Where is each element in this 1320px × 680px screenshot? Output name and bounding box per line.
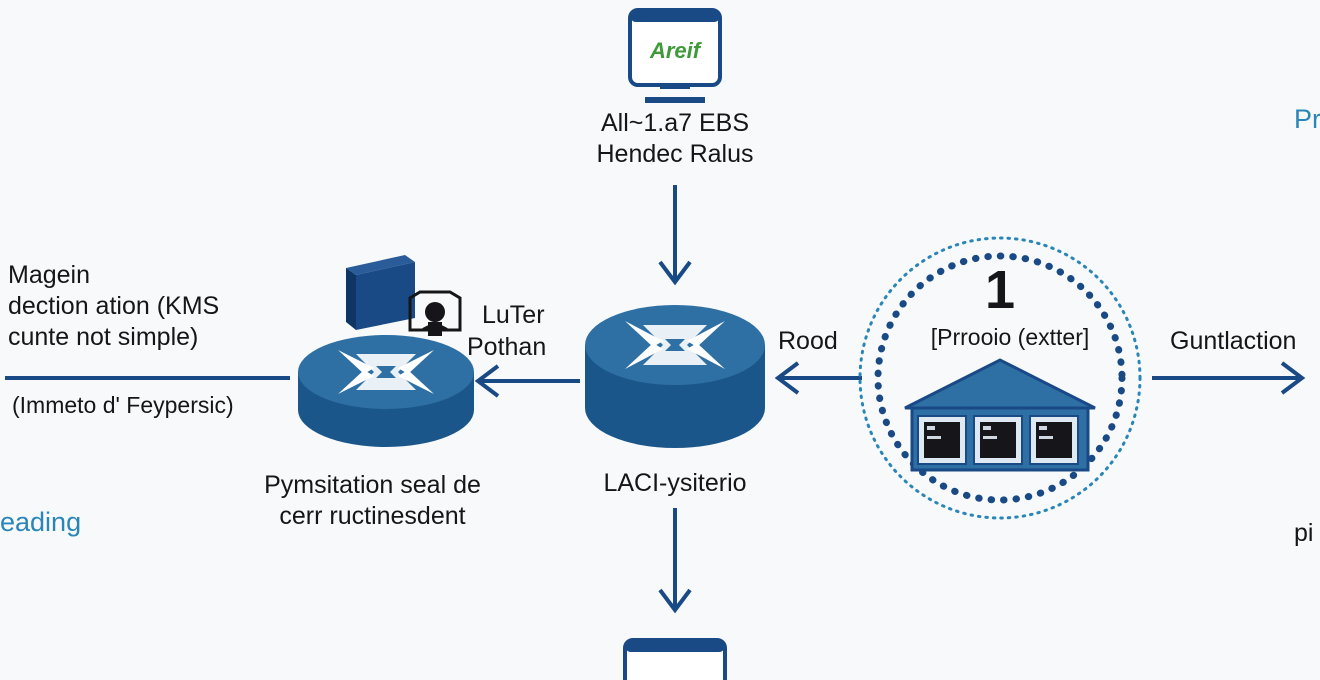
- top-monitor-caption-line2: Hendec Ralus: [596, 140, 754, 168]
- router-center-caption: LACI-ysiterio: [603, 469, 747, 497]
- top-monitor-icon: [628, 8, 722, 103]
- arrow-center-to-bottom: [658, 508, 692, 614]
- top-monitor-caption-line1: All~1.a7 EBS: [600, 109, 749, 137]
- router-left-caption-line2: cerr ructinesdent: [279, 502, 466, 530]
- router-left-caption-line1: Pymsitation seal de: [264, 471, 481, 499]
- router-left-side-label-line1: LuTer: [482, 301, 545, 329]
- bottom-monitor-icon: [623, 638, 727, 680]
- link-center-right-label: Rood: [778, 327, 838, 355]
- left-link-label: (Immeto d' Feypersic): [12, 392, 234, 418]
- arrow-circle-to-center: [774, 361, 862, 395]
- router-left-icon: [298, 335, 474, 447]
- router-center-icon: [585, 305, 765, 448]
- circle-node-label: [Prrooio (extter]: [930, 324, 1090, 350]
- circle-node-inner-ring: [874, 252, 1126, 504]
- right-fragment-bottom: pi: [1294, 519, 1314, 547]
- right-fragment-top: Pr: [1294, 104, 1320, 134]
- right-link-label: Guntlaction: [1170, 327, 1297, 355]
- server-rack-icon: [917, 415, 1079, 465]
- circle-node-outer-ring: [858, 236, 1142, 520]
- user-shield-icon: [408, 290, 462, 336]
- left-label-line1: Magein: [8, 261, 90, 289]
- arrow-center-to-left: [474, 364, 580, 398]
- left-fragment-label: eading: [0, 507, 82, 537]
- top-monitor-screen-text: Areif: [649, 38, 701, 63]
- left-label-line3: cunte not simple): [8, 323, 199, 351]
- left-label-line2: dection ation (KMS: [8, 292, 220, 320]
- server-icon: [346, 255, 415, 330]
- router-left-side-label-line2: Pothan: [467, 333, 547, 361]
- circle-node-number: 1: [984, 260, 1016, 320]
- arrow-top-to-center: [658, 185, 692, 286]
- arrow-circle-to-right: [1152, 361, 1306, 395]
